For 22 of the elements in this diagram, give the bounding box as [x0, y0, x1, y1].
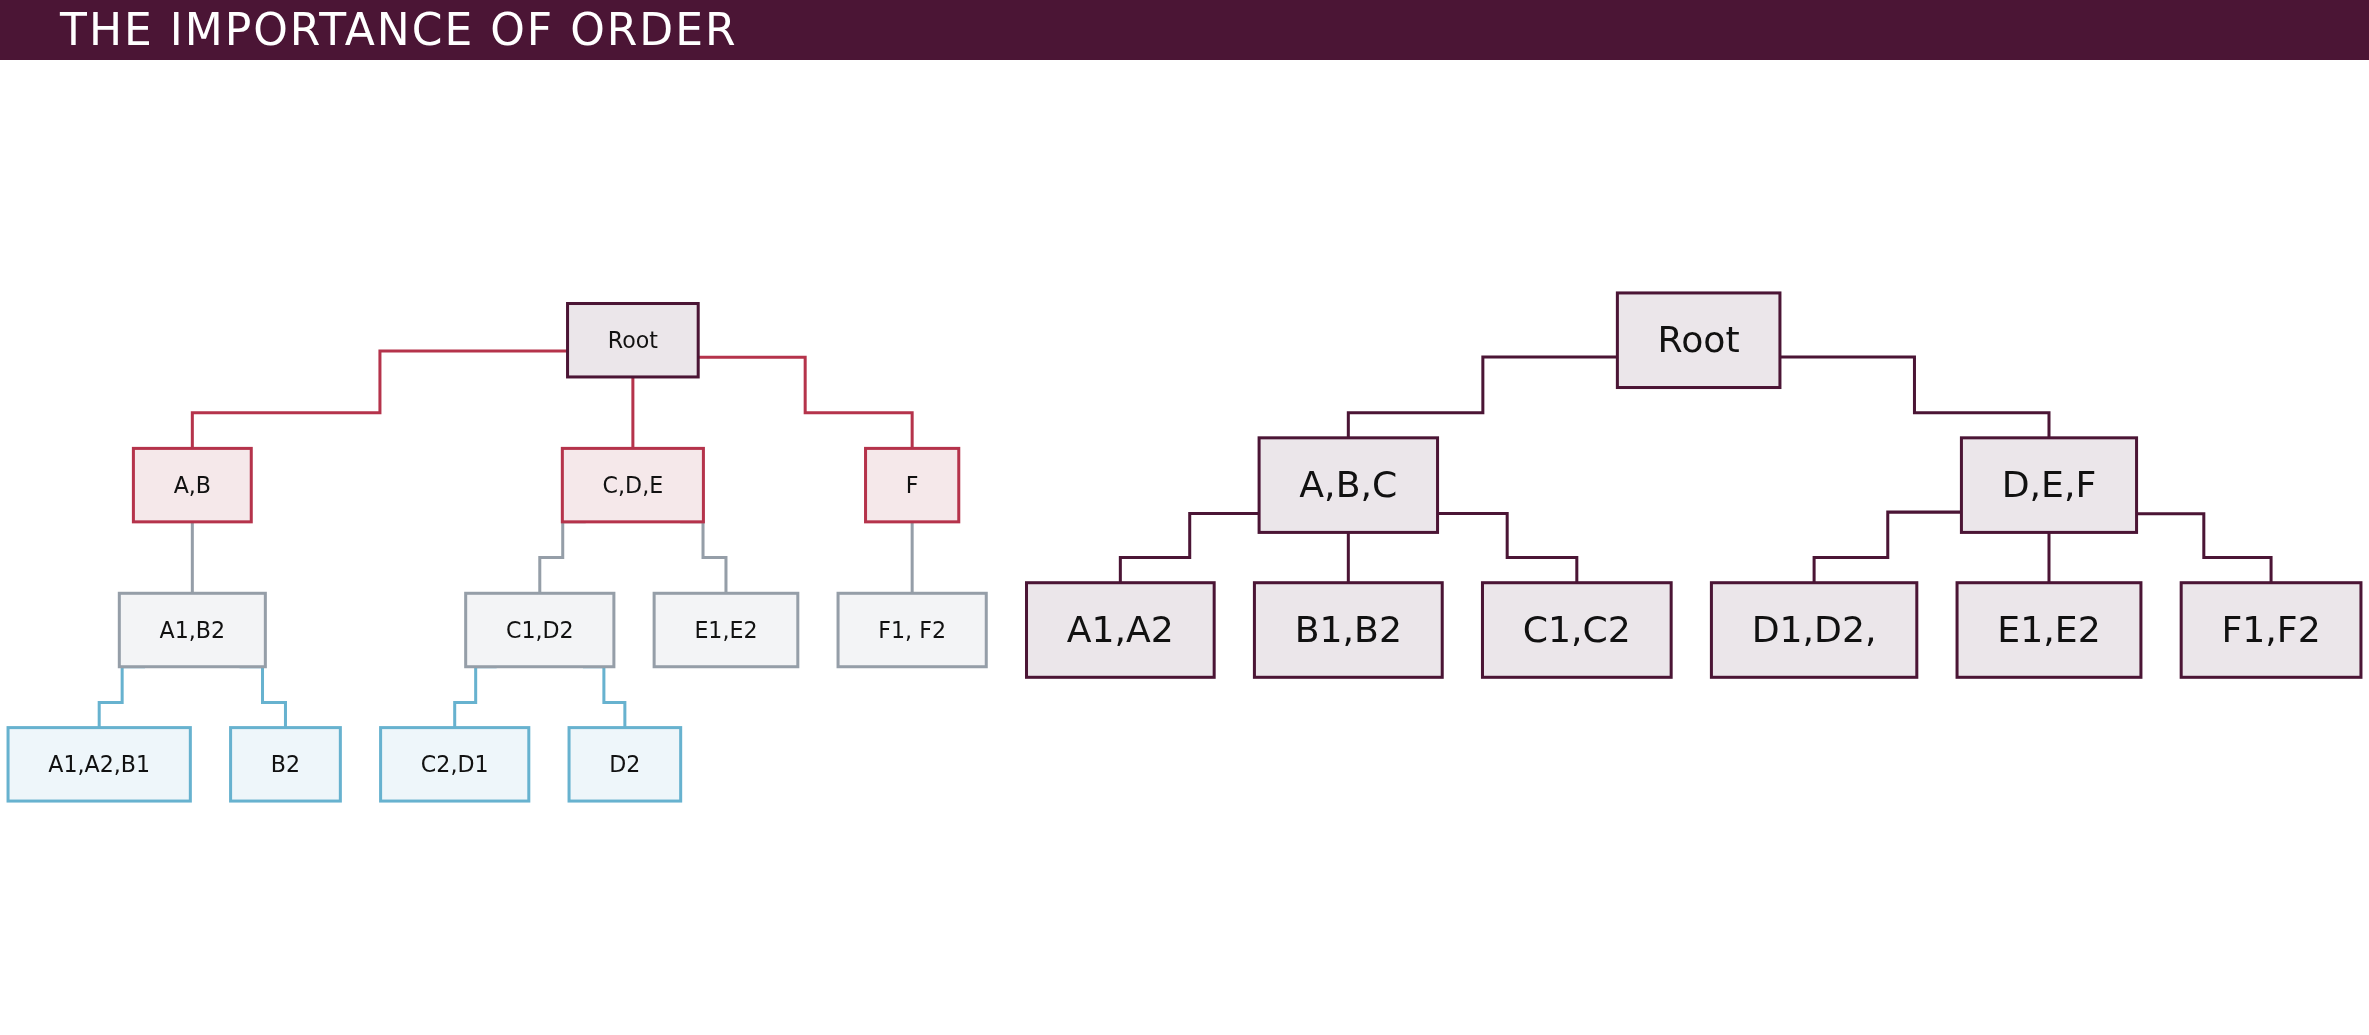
node-box: A1,B2 — [117, 591, 267, 669]
node-box: F1, F2 — [836, 591, 988, 669]
title-banner: THE IMPORTANCE OF ORDER — [0, 0, 2369, 60]
node-box: C1,D2 — [464, 591, 616, 669]
node-box: B1,B2 — [1252, 581, 1444, 679]
node-box: A1,A2,B1 — [6, 726, 192, 803]
node-box: E1,E2 — [652, 591, 800, 669]
node-box: E1,E2 — [1955, 581, 2143, 679]
node-box: Root — [1615, 291, 1782, 390]
node-box: Root — [566, 302, 700, 379]
node-box: F1,F2 — [2179, 581, 2363, 679]
node-box: D,E,F — [1959, 436, 2139, 534]
node-box: C,D,E — [560, 446, 705, 524]
node-box: F — [864, 446, 961, 524]
node-box: B2 — [229, 726, 342, 803]
node-box: A1,A2 — [1025, 581, 1216, 679]
node-box: D1,D2, — [1709, 581, 1919, 679]
node-box: A,B — [131, 446, 253, 524]
node-box: A,B,C — [1257, 436, 1440, 534]
node-box: D2 — [567, 726, 683, 803]
node-box: C1,C2 — [1480, 581, 1673, 679]
node-box: C2,D1 — [379, 726, 531, 803]
